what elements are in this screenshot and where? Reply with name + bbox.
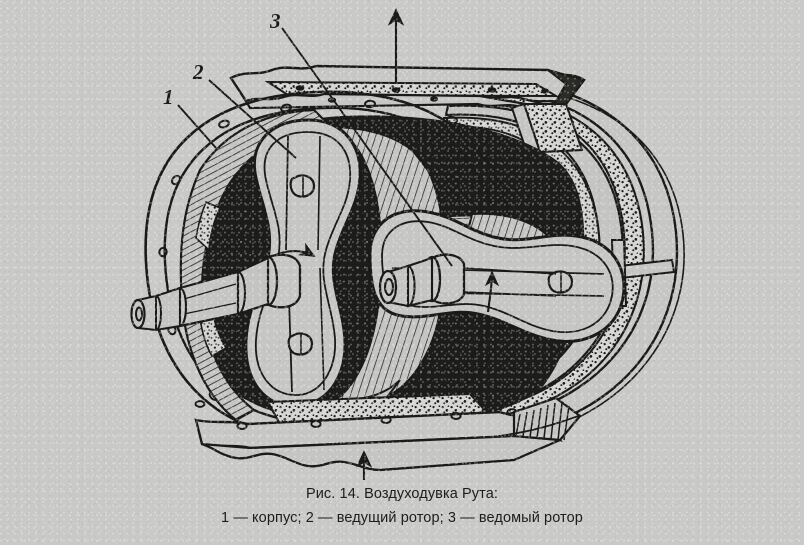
driving-rotor-shaft xyxy=(130,253,302,332)
callout-number-2: 2 xyxy=(192,60,204,84)
driven-rotor-key-boss-right xyxy=(547,270,574,294)
figure-legend: 1 — корпус; 2 — ведущий ротор; 3 — ведом… xyxy=(221,510,583,526)
callout-number-3: 3 xyxy=(269,9,281,33)
outlet-flange xyxy=(229,64,586,158)
leader-line-1 xyxy=(177,104,217,149)
rotor-key-boss-lower xyxy=(287,332,314,356)
leader-line-2 xyxy=(208,79,297,159)
callout-leaders xyxy=(177,27,453,267)
callout-number-1: 1 xyxy=(163,85,174,109)
rotor-key-boss-upper xyxy=(289,174,316,198)
driven-rotor-shaft xyxy=(378,253,557,308)
callout-numerals: 1 2 3 xyxy=(163,9,281,109)
leader-line-3 xyxy=(281,27,453,267)
driving-rotor xyxy=(244,118,447,418)
figure-title: Рис. 14. Воздуходувка Рута: xyxy=(305,486,499,502)
inlet-base-flange xyxy=(194,392,582,472)
driven-rotor-rotation-arrow xyxy=(484,270,500,313)
